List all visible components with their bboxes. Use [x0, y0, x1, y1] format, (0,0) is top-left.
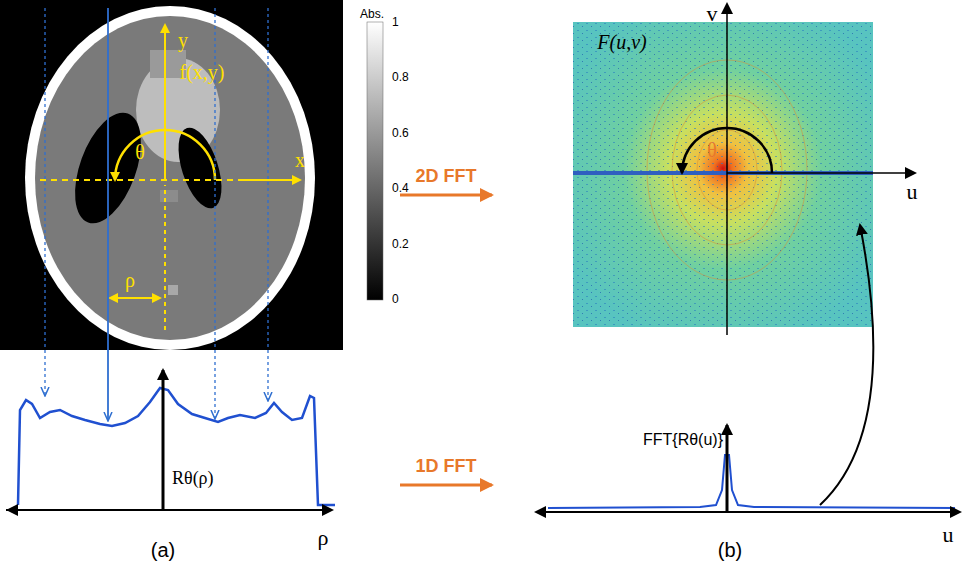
function-label: F(u,v) [597, 32, 646, 52]
panel-label: (a) [151, 540, 175, 560]
tick-label: 0.2 [392, 238, 409, 250]
axis-label: y [178, 30, 188, 50]
projection-label: Rθ(ρ) [172, 469, 214, 487]
tick-label: 1 [392, 16, 399, 28]
panel-label: (b) [718, 540, 742, 560]
tick-label: 0.4 [392, 182, 409, 194]
axis-label: x [295, 150, 305, 170]
tick-label: 0.8 [392, 71, 409, 83]
axis-label: ρ [318, 527, 329, 549]
operation-label: 1D FFT [416, 457, 477, 475]
tick-label: 0 [392, 293, 399, 305]
operation-label: 2D FFT [416, 167, 477, 185]
transform-label: FFT{Rθ(u)} [643, 432, 723, 448]
angle-label: θ [707, 140, 717, 160]
tick-label: 0.6 [392, 127, 409, 139]
colorbar-title: Abs. [360, 8, 384, 20]
axis-label: u [943, 524, 954, 546]
axis-label: v [707, 3, 718, 25]
axis-label: u [907, 181, 918, 203]
distance-label: ρ [125, 270, 135, 290]
angle-label: θ [135, 142, 145, 162]
function-label: f(x,y) [180, 62, 225, 82]
